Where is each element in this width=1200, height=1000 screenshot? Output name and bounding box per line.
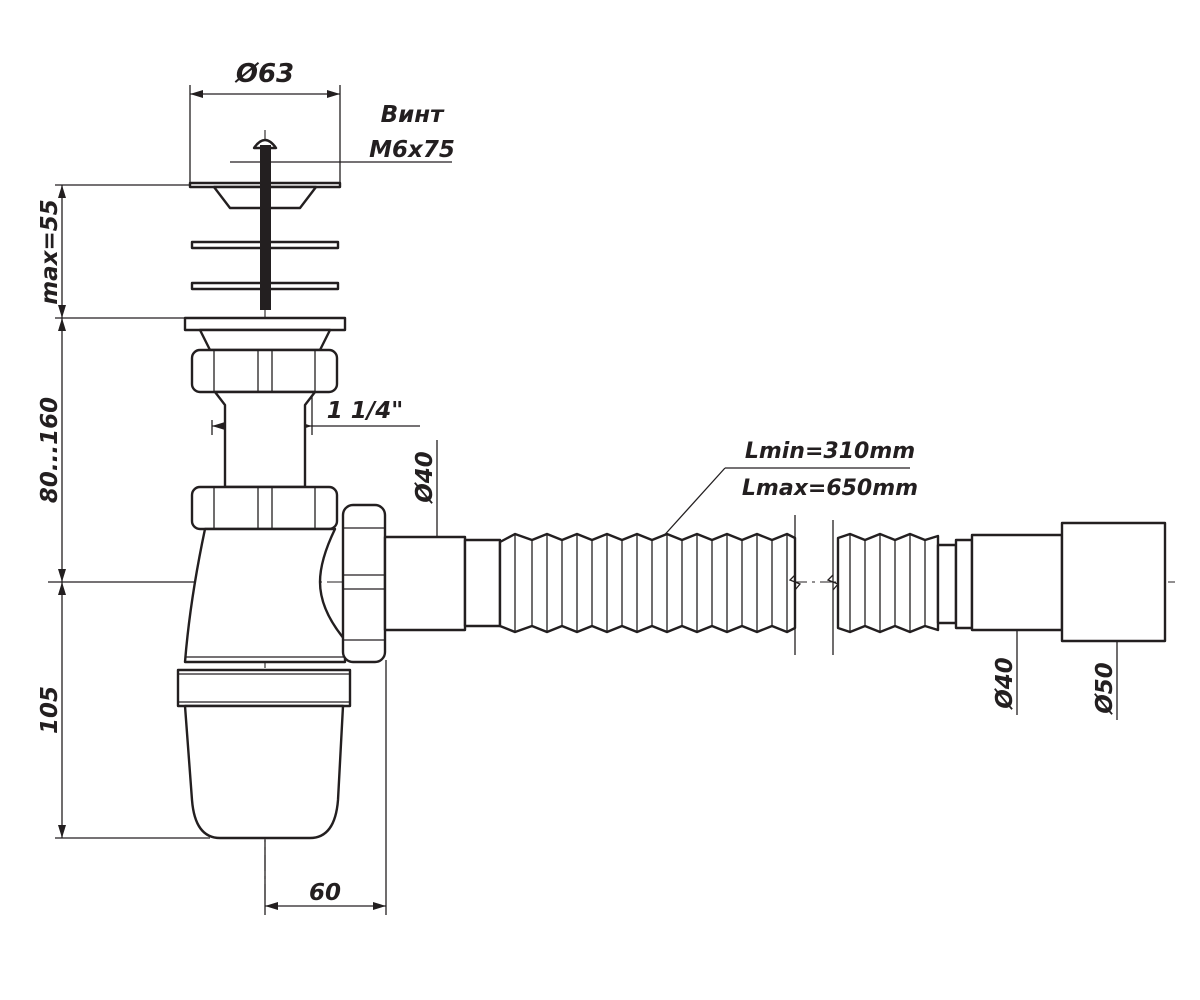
corrugated-hose-left	[498, 532, 797, 634]
end-fitting	[936, 521, 1167, 643]
max-height-label: max=55	[37, 199, 63, 305]
hose-length-min-label: Lmin=310mm	[745, 439, 915, 464]
outlet-pipe	[383, 535, 502, 632]
upper-nut	[190, 348, 339, 394]
labels: Ø63 Винт M6x75 max=55 80...160 1 1/4" Ø4…	[37, 59, 1118, 906]
lower-nut	[190, 485, 339, 531]
screw-rod	[260, 145, 271, 310]
tail-pipe	[213, 390, 317, 489]
outlet-nut	[341, 503, 387, 664]
screw-title-label: Винт	[381, 102, 446, 128]
corrugated-hose-right	[836, 532, 940, 634]
break-marks	[788, 515, 840, 655]
bottle-body	[183, 527, 347, 664]
hose-length-max-label: Lmax=650mm	[742, 476, 918, 501]
thread-size-label: 1 1/4"	[327, 398, 403, 424]
screw-size-label: M6x75	[369, 137, 455, 163]
sink-flange	[183, 316, 347, 352]
end-diameter-40-label: Ø40	[992, 657, 1018, 711]
bottle-ring	[176, 668, 352, 708]
outlet-diameter-label: Ø40	[412, 451, 438, 505]
offset-60-label: 60	[309, 880, 341, 906]
height-range-label: 80...160	[37, 397, 63, 503]
bottle-cup	[183, 704, 345, 840]
end-diameter-50-label: Ø50	[1092, 662, 1118, 716]
plug-diameter-label: Ø63	[234, 59, 294, 89]
bottom-height-label: 105	[37, 686, 63, 734]
